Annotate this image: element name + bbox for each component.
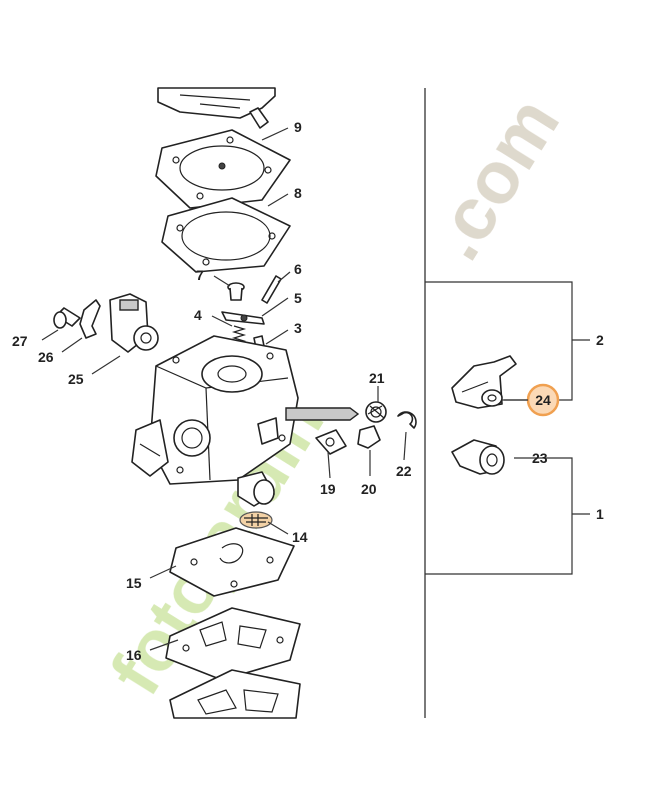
callout-22: 22 bbox=[396, 463, 412, 479]
diaphragm-16 bbox=[165, 607, 301, 681]
lever-5 bbox=[221, 311, 265, 325]
callout-1: 1 bbox=[596, 506, 604, 522]
callout-16: 16 bbox=[126, 647, 142, 663]
gasket-8 bbox=[161, 197, 291, 273]
screw-27 bbox=[53, 307, 81, 329]
callout-25: 25 bbox=[68, 371, 84, 387]
callout-27: 27 bbox=[12, 333, 28, 349]
callout-20: 20 bbox=[361, 481, 377, 497]
callout-3: 3 bbox=[294, 320, 302, 336]
callout-9: 9 bbox=[294, 119, 302, 135]
callout-14: 14 bbox=[292, 529, 308, 545]
spring-4 bbox=[231, 325, 247, 345]
throttle-lever-24 bbox=[451, 355, 517, 409]
callout-15: 15 bbox=[126, 575, 142, 591]
nut-20 bbox=[357, 425, 381, 449]
bracket-1-frame bbox=[425, 457, 590, 575]
gasket-9 bbox=[155, 129, 291, 209]
svg-text:.com: .com bbox=[413, 83, 575, 273]
throttle-shaft bbox=[285, 407, 360, 421]
callout-4: 4 bbox=[194, 307, 202, 323]
callout-6: 6 bbox=[294, 261, 302, 277]
washer-19 bbox=[315, 429, 347, 455]
bracket-26 bbox=[79, 299, 101, 339]
screw-7 bbox=[227, 282, 245, 301]
gasket-15 bbox=[169, 527, 295, 597]
pin-6 bbox=[261, 275, 282, 304]
bottom-cover bbox=[169, 669, 301, 719]
spring-21 bbox=[365, 401, 387, 423]
callout-26: 26 bbox=[38, 349, 54, 365]
leader-lines bbox=[41, 127, 528, 651]
screen-14 bbox=[239, 511, 273, 529]
callout-19: 19 bbox=[320, 481, 336, 497]
connector-25 bbox=[109, 293, 159, 353]
callout-23: 23 bbox=[532, 450, 548, 466]
callout-2: 2 bbox=[596, 332, 604, 348]
callout-21: 21 bbox=[369, 370, 385, 386]
carburetor-body bbox=[131, 335, 299, 485]
callout-5: 5 bbox=[294, 290, 302, 306]
stop-23 bbox=[451, 439, 505, 475]
clip-22 bbox=[397, 411, 417, 429]
callout-7: 7 bbox=[196, 267, 204, 283]
callout-24: 24 bbox=[535, 392, 551, 408]
callout-8: 8 bbox=[294, 185, 302, 201]
carburetor-top-part bbox=[157, 87, 276, 129]
fitting bbox=[237, 471, 275, 507]
bracket-2-frame bbox=[425, 281, 590, 401]
callouts: 9 8 7 6 5 4 3 27 26 25 21 22 20 19 14 15… bbox=[12, 119, 604, 663]
